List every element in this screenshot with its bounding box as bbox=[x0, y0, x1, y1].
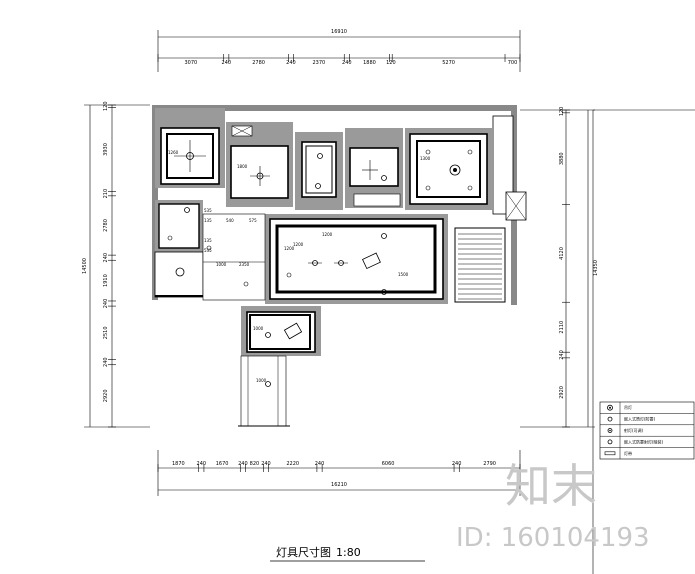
legend-label-3: 嵌入式防雾射灯(暗装) bbox=[624, 438, 664, 444]
storage-dim: 1000 bbox=[253, 326, 264, 331]
bottom-dim-seg-3: 240 bbox=[238, 461, 248, 467]
small-dim-4: 575 bbox=[249, 218, 257, 223]
bottom-dim-seg-6: 2220 bbox=[286, 461, 299, 467]
room-master-bedroom bbox=[405, 128, 492, 210]
top-dim-seg-8: 5270 bbox=[442, 60, 455, 66]
left-dim-seg-5: 1910 bbox=[103, 274, 109, 287]
top-dim-seg-6: 1880 bbox=[363, 60, 376, 66]
right-dim-seg-2: 4120 bbox=[559, 247, 565, 260]
strip-icon bbox=[607, 439, 613, 445]
top-dim-seg-5: 240 bbox=[342, 60, 352, 66]
entrance bbox=[238, 355, 290, 427]
living-dim-4: 1200 bbox=[284, 246, 295, 251]
balcony-right bbox=[492, 115, 527, 221]
living-dim-1: 1200 bbox=[293, 242, 304, 247]
downlight-icon bbox=[607, 416, 613, 422]
entrance-dim: 1000 bbox=[256, 378, 267, 383]
room-dimension-labels: 1200 1200 1500 1000 1260 1800 2350 1300 … bbox=[168, 150, 431, 383]
room-bedroom-2 bbox=[226, 122, 293, 207]
bottom-dim-seg-5: 240 bbox=[261, 461, 271, 467]
small-dim-5: 535 bbox=[204, 248, 212, 253]
living-dim-2: 1200 bbox=[322, 232, 333, 237]
left-dim-seg-2: 210 bbox=[103, 189, 109, 199]
legend-label-2: 射灯(可调) bbox=[624, 427, 644, 433]
top-dim-seg-4: 2370 bbox=[313, 60, 326, 66]
left-dim-seg-3: 2780 bbox=[103, 219, 109, 232]
small-dim-1: 535 bbox=[204, 208, 212, 213]
bottom-dim-seg-4: 820 bbox=[250, 461, 260, 467]
spotlight-icon bbox=[607, 428, 613, 433]
right-dim-seg-4: 240 bbox=[559, 350, 565, 360]
left-dim-seg-6: 240 bbox=[103, 299, 109, 309]
corridor-dim-2: 2350 bbox=[239, 262, 250, 267]
room-bathroom bbox=[154, 200, 204, 298]
bottom-dim-seg-2: 1670 bbox=[216, 461, 229, 467]
bottom-dimension bbox=[157, 450, 521, 496]
top-dimension bbox=[157, 30, 521, 72]
small-dim-6: 135 bbox=[204, 238, 212, 243]
drawing-title-text: 灯具尺寸图 bbox=[276, 545, 331, 559]
top-dim-seg-1: 240 bbox=[222, 60, 232, 66]
small-dim-2: 135 bbox=[204, 218, 212, 223]
top-dim-seg-0: 3070 bbox=[184, 60, 197, 66]
right-total-dim: 14350 bbox=[593, 260, 599, 276]
bottom-dim-seg-8: 6060 bbox=[382, 461, 395, 467]
legend-label-1: 嵌入式筒灯(防雾) bbox=[624, 416, 656, 422]
right-dimension bbox=[520, 109, 595, 428]
living-dim-3: 1500 bbox=[398, 272, 409, 277]
legend-label-4: 灯带 bbox=[624, 450, 632, 456]
right-dim-seg-1: 3880 bbox=[559, 152, 565, 165]
left-dim-seg-7: 2510 bbox=[103, 326, 109, 339]
room-bedroom-1 bbox=[155, 108, 225, 188]
room-kitchen bbox=[345, 128, 403, 208]
watermark-id: ID: 160104193 bbox=[456, 523, 650, 553]
left-dim-seg-0: 120 bbox=[103, 102, 109, 112]
left-dim-seg-4: 240 bbox=[103, 253, 109, 263]
room-storage bbox=[241, 306, 321, 356]
master-dim: 1300 bbox=[420, 156, 431, 161]
left-dim-seg-8: 240 bbox=[103, 357, 109, 367]
right-dim-seg-3: 2110 bbox=[559, 321, 565, 334]
room-living bbox=[265, 214, 448, 304]
top-dim-seg-9: 700 bbox=[508, 60, 518, 66]
top-total-dim: 16910 bbox=[331, 29, 347, 35]
top-dim-seg-7: 120 bbox=[386, 60, 396, 66]
bedroom1-dim: 1260 bbox=[168, 150, 179, 155]
top-dim-seg-3: 240 bbox=[286, 60, 296, 66]
drawing-title: 灯具尺寸图 1:80 bbox=[270, 545, 425, 562]
room-study bbox=[295, 132, 343, 210]
chandelier-icon bbox=[607, 404, 613, 411]
bottom-dim-seg-0: 1870 bbox=[172, 461, 185, 467]
corridor-dim-1: 1000 bbox=[216, 262, 227, 267]
bottom-dim-seg-9: 240 bbox=[452, 461, 462, 467]
top-dim-seg-2: 2780 bbox=[252, 60, 265, 66]
right-dim-seg-0: 120 bbox=[559, 107, 565, 117]
left-total-dim: 14500 bbox=[82, 258, 88, 274]
drawing-scale: 1:80 bbox=[336, 546, 361, 559]
bottom-dim-seg-7: 240 bbox=[315, 461, 325, 467]
right-dim-seg-5: 2920 bbox=[559, 386, 565, 399]
left-dimension bbox=[84, 104, 150, 428]
bedroom2-dim: 1800 bbox=[237, 164, 248, 169]
bottom-dim-seg-1: 240 bbox=[197, 461, 207, 467]
bottom-total-dim: 16210 bbox=[331, 482, 347, 488]
room-staircase bbox=[454, 227, 506, 303]
tube-icon bbox=[604, 451, 616, 456]
small-dim-3: 540 bbox=[226, 218, 234, 223]
legend-label-0: 吊灯 bbox=[624, 404, 632, 410]
left-dim-seg-9: 2920 bbox=[103, 389, 109, 402]
bottom-dim-seg-10: 2790 bbox=[483, 461, 496, 467]
left-dim-seg-1: 3930 bbox=[103, 143, 109, 156]
title-block bbox=[592, 109, 695, 574]
corridor bbox=[202, 213, 266, 301]
watermark-brand: 知末 bbox=[505, 459, 597, 513]
